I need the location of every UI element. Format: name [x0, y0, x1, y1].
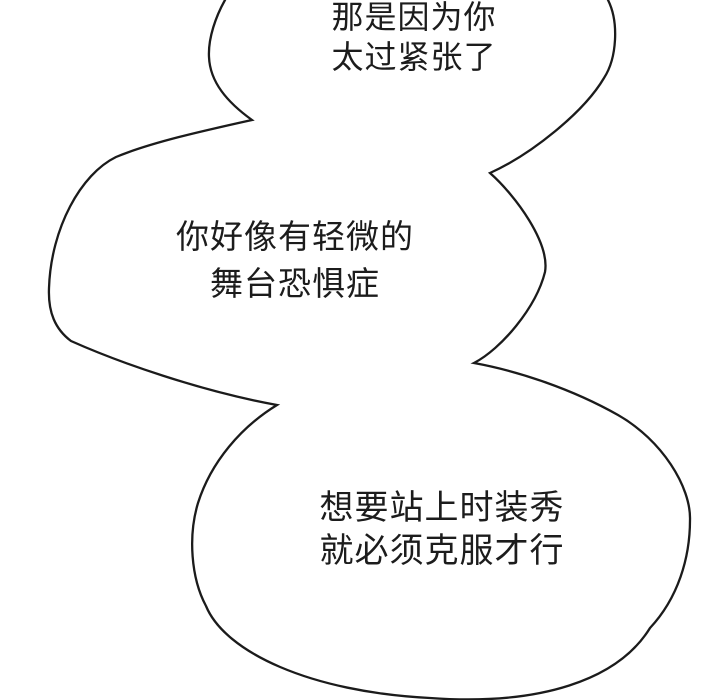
bubble-text-line: 想要站上时装秀 — [319, 489, 565, 527]
bubble-text-line: 太过紧张了 — [331, 39, 497, 75]
bubble-text-line: 你好像有轻微的 — [176, 218, 414, 255]
bubble-text-line: 就必须克服才行 — [319, 532, 565, 570]
speech-bubble-middle-text: 你好像有轻微的 舞台恐惧症 — [176, 213, 414, 307]
bubble-text-line: 舞台恐惧症 — [210, 265, 380, 302]
speech-bubble-top-text: 那是因为你 太过紧张了 — [331, 0, 496, 77]
bubble-text-line: 那是因为你 — [331, 0, 497, 35]
speech-bubble-bottom-text: 想要站上时装秀 就必须克服才行 — [320, 487, 565, 573]
speech-bubbles-outline — [47, 0, 692, 700]
